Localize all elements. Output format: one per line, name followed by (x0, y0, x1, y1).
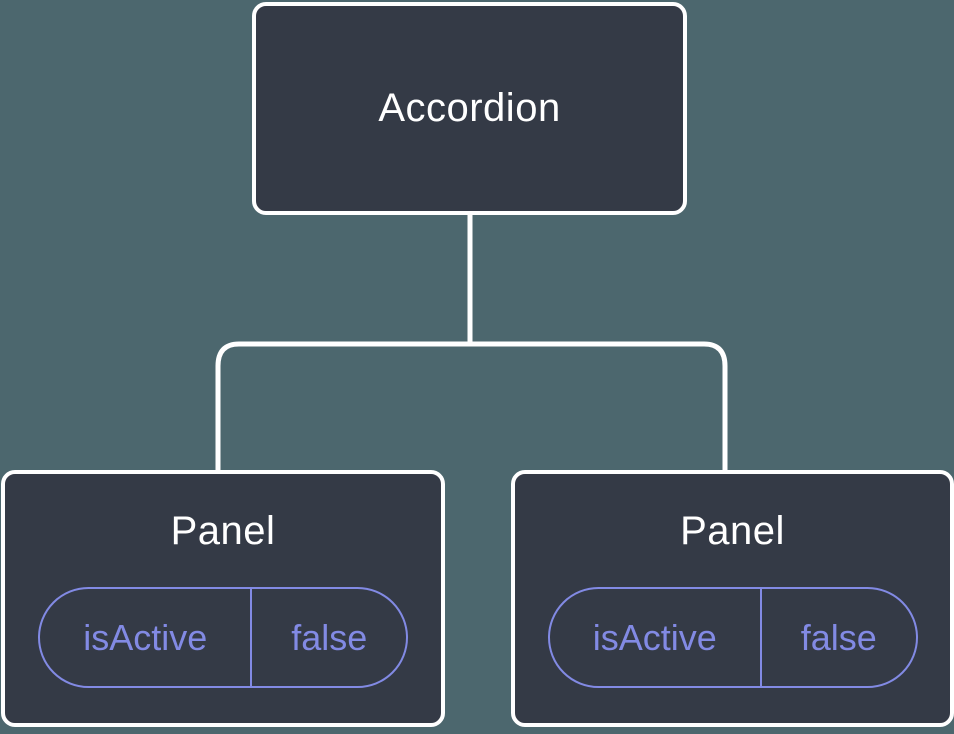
state-name: isActive (40, 589, 253, 686)
node-panel-1: Panel isActive false (1, 470, 445, 727)
node-label: Accordion (378, 86, 561, 130)
state-name: isActive (550, 589, 762, 686)
state-pill: isActive false (547, 587, 918, 688)
connector-bracket (215, 341, 728, 471)
state-value: false (800, 616, 877, 658)
state-pill: isActive false (38, 587, 408, 688)
state-value: false (291, 616, 368, 658)
node-label: Panel (680, 509, 785, 553)
node-label: Panel (170, 509, 276, 553)
node-accordion: Accordion (252, 2, 687, 215)
node-panel-2: Panel isActive false (511, 470, 954, 727)
